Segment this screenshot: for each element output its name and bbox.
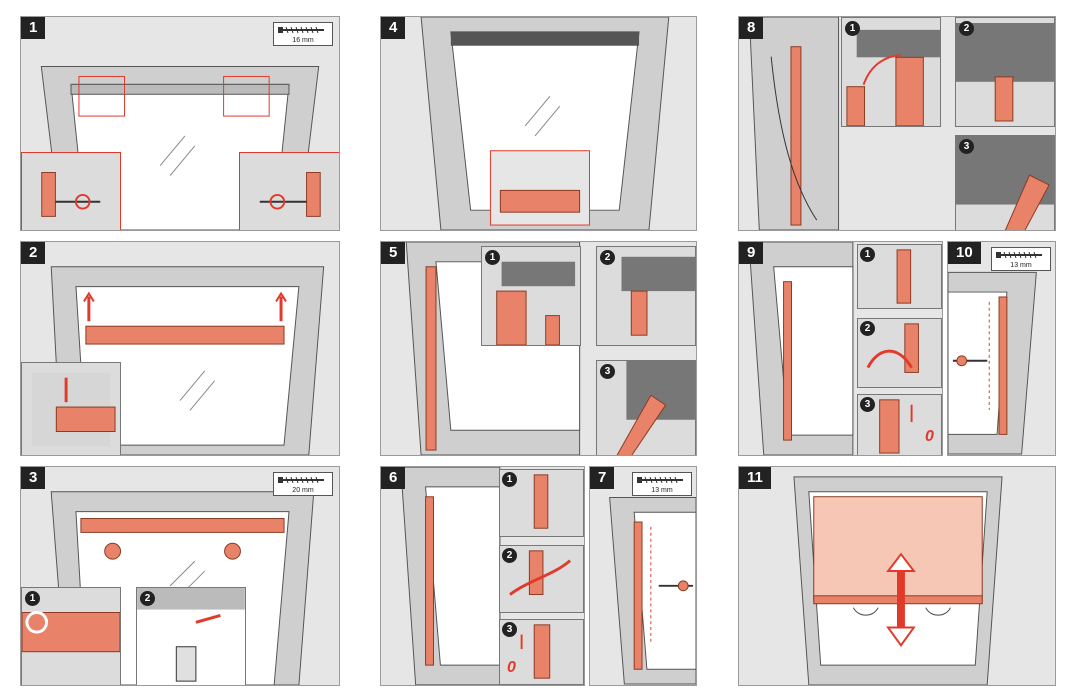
sub-step-badge: 1 [845, 21, 860, 36]
screw-length-box: 13 mm [632, 472, 692, 496]
step-5-panel: 5 1 2 3 [380, 241, 697, 456]
sub-step-badge: 1 [485, 250, 500, 265]
sub-step-badge: 2 [502, 548, 517, 563]
zero-gap-mark: 0 [507, 659, 516, 676]
step-number: 8 [739, 17, 764, 39]
window-frame-drawing [948, 271, 1037, 455]
step-number: 1 [21, 17, 46, 39]
step-number: 4 [381, 17, 406, 39]
step-number: 3 [21, 467, 46, 489]
step-9-panel: 9 1 2 3 0 [738, 241, 943, 456]
step-6-detail-1 [499, 469, 584, 537]
screw-length-label: 20 mm [292, 487, 314, 494]
step-number: 2 [21, 242, 46, 264]
step-3-panel: 3 20 mm 1 2 [20, 466, 340, 686]
step-8-detail-1 [841, 17, 941, 127]
screw-length-box: 20 mm [273, 472, 333, 496]
screw-icon [278, 476, 324, 484]
step-5-detail-2 [596, 246, 696, 346]
step-2-panel: 2 [20, 241, 340, 456]
screw-length-label: 16 mm [292, 37, 314, 44]
sub-step-badge: 2 [140, 591, 155, 606]
screw-icon [637, 476, 683, 484]
step-3-detail-2 [136, 587, 246, 685]
sub-step-badge: 1 [25, 591, 40, 606]
sub-step-badge: 2 [959, 21, 974, 36]
step-8-panel: 8 1 2 3 [738, 16, 1056, 231]
sub-step-badge: 3 [502, 622, 517, 637]
step-4-panel: 4 [380, 16, 697, 231]
step-6-panel: 6 1 2 3 0 [380, 466, 585, 686]
step-9-detail-2 [857, 318, 942, 388]
sub-step-badge: 3 [959, 139, 974, 154]
step-10-panel: 10 13 mm [947, 241, 1056, 456]
screw-length-label: 13 mm [651, 487, 673, 494]
step-2-detail [21, 362, 121, 455]
window-frame-drawing [793, 476, 1003, 685]
screw-length-box: 13 mm [991, 247, 1051, 271]
window-frame-drawing [609, 496, 696, 685]
step-1-detail-left [21, 152, 121, 230]
step-1-panel: 1 16 mm [20, 16, 340, 231]
step-7-panel: 7 13 mm [589, 466, 697, 686]
window-frame-drawing [400, 467, 501, 685]
screw-length-box: 16 mm [273, 22, 333, 46]
sub-step-badge: 2 [600, 250, 615, 265]
step-number: 9 [739, 242, 764, 264]
window-frame-drawing [420, 17, 670, 230]
zero-gap-mark: 0 [925, 428, 934, 445]
step-number: 5 [381, 242, 406, 264]
step-11-panel: 11 [738, 466, 1056, 686]
sub-step-badge: 3 [600, 364, 615, 379]
step-8-detail-3 [955, 135, 1055, 230]
sub-step-badge: 3 [860, 397, 875, 412]
step-6-detail-3 [499, 619, 584, 685]
window-frame-drawing [748, 242, 854, 455]
sub-step-badge: 1 [860, 247, 875, 262]
screw-length-label: 13 mm [1010, 262, 1032, 269]
step-number: 6 [381, 467, 406, 489]
step-number: 7 [590, 467, 615, 489]
screw-icon [278, 26, 324, 34]
sub-step-badge: 2 [860, 321, 875, 336]
window-frame-drawing [748, 17, 840, 230]
step-5-detail-3 [596, 360, 696, 455]
step-number: 11 [739, 467, 771, 489]
sub-step-badge: 1 [502, 472, 517, 487]
step-1-detail-right [239, 152, 339, 230]
screw-icon [996, 251, 1042, 259]
step-number: 10 [948, 242, 981, 264]
